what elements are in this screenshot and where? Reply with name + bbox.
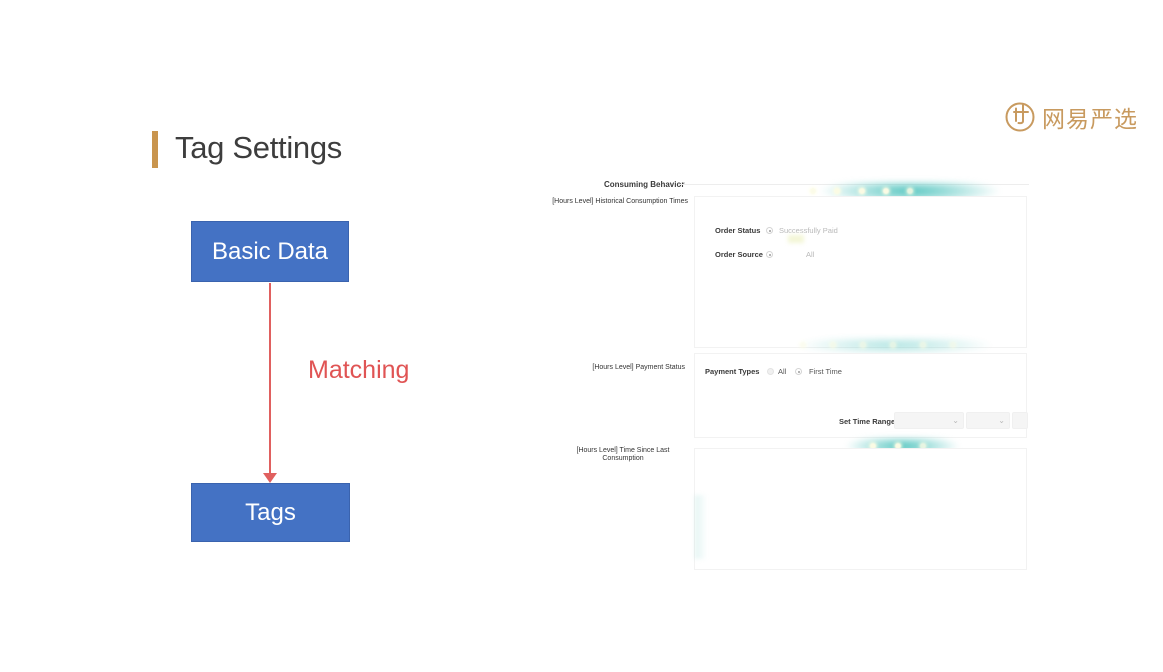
tags-label: Tags	[245, 498, 296, 526]
admin-ui-screenshot: Consuming Behavior [Hours Level] Histori…	[540, 172, 1032, 574]
page-title: Tag Settings	[175, 130, 343, 165]
panel-time-since-last	[694, 448, 1027, 570]
set-time-range-label: Set Time Range	[839, 417, 896, 426]
order-status-radio[interactable]	[766, 227, 773, 234]
time-range-start-select[interactable]: ⌄	[894, 412, 964, 429]
brand-logo-text: 网易严选	[1042, 106, 1138, 132]
time-range-end-select[interactable]: ⌄	[966, 412, 1010, 429]
payment-type-all-radio[interactable]	[767, 368, 774, 375]
order-source-value: All	[806, 250, 815, 259]
panel-historical-consumption: Order Status Successfully Paid Order Sou…	[694, 196, 1027, 348]
title-accent-bar	[152, 131, 158, 168]
order-status-value: Successfully Paid	[779, 226, 838, 235]
section-header: Consuming Behavior	[604, 180, 685, 189]
row-label-time-since-last: [Hours Level] Time Since Last Consumptio…	[576, 447, 670, 462]
basic-data-label: Basic Data	[211, 237, 329, 265]
panel-payment-status: Payment Types All First Time Set Time Ra…	[694, 353, 1028, 438]
diagram-edge-label: Matching	[308, 356, 410, 384]
payment-type-first-time-option[interactable]: First Time	[809, 367, 842, 376]
highlight-smudge	[788, 235, 804, 243]
order-status-label: Order Status	[715, 226, 761, 235]
payment-types-label: Payment Types	[705, 367, 760, 376]
diagram-arrow-head-icon	[263, 473, 277, 483]
diagram-node-basic-data: Basic Data	[191, 221, 349, 282]
row-label-payment-status: [Hours Level] Payment Status	[592, 364, 685, 371]
section-divider	[678, 184, 1029, 185]
payment-type-first-time-radio[interactable]	[795, 368, 802, 375]
order-source-label: Order Source	[715, 250, 763, 259]
row-label-historical-consumption: [Hours Level] Historical Consumption Tim…	[552, 198, 688, 205]
highlight-smudge	[695, 495, 707, 559]
payment-type-all-option[interactable]: All	[778, 367, 787, 376]
time-range-extra-select[interactable]	[1012, 412, 1028, 429]
diagram-arrow-line	[269, 283, 271, 474]
yanxuan-logo-icon	[1002, 99, 1038, 135]
order-source-radio[interactable]	[766, 251, 773, 258]
diagram-node-tags: Tags	[191, 483, 350, 542]
chevron-down-icon: ⌄	[952, 416, 959, 425]
brand-logo: 网易严选	[1002, 99, 1138, 135]
chevron-down-icon: ⌄	[998, 416, 1005, 425]
